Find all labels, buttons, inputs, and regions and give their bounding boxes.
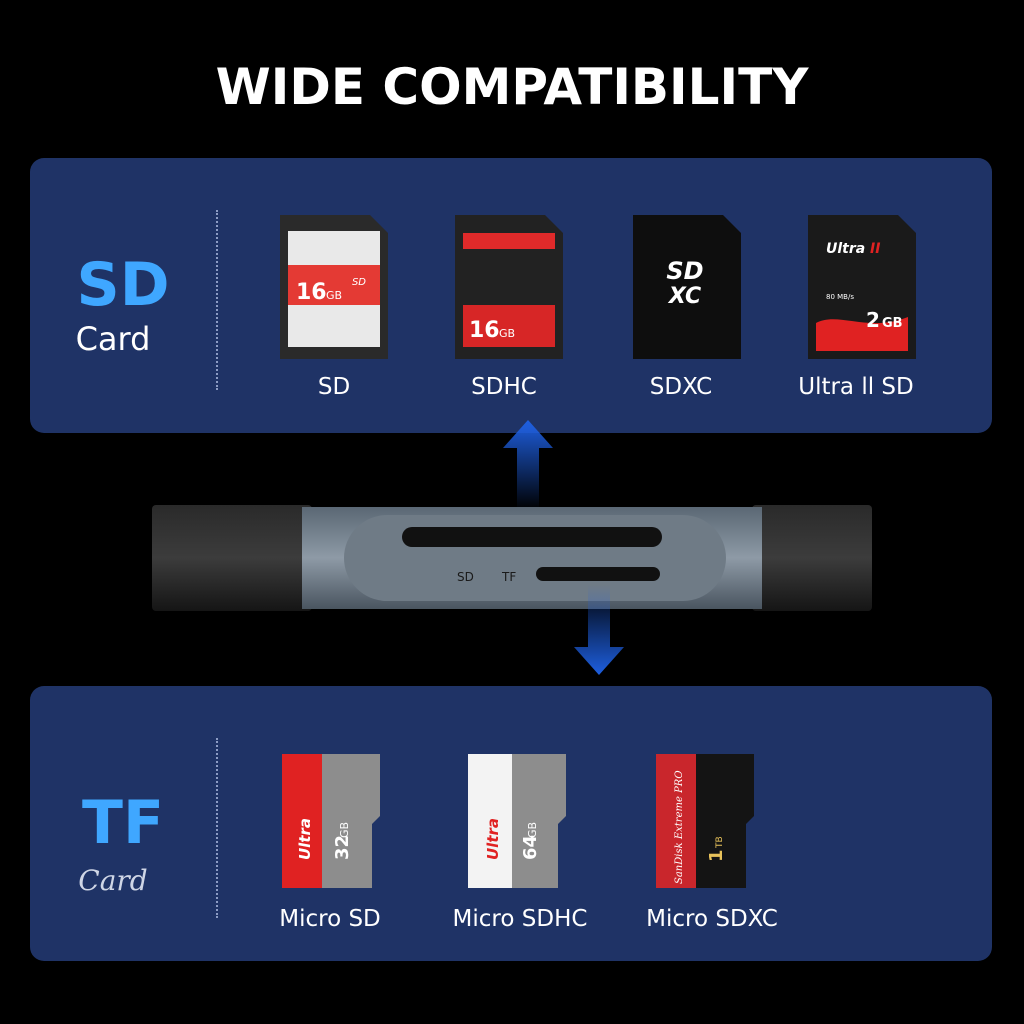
sd-heading: SD	[76, 250, 170, 320]
micro-sd-label: Micro SD	[279, 906, 381, 932]
sdxc-label: SDXC	[649, 374, 713, 400]
arrow-up-icon	[503, 420, 553, 510]
micro-sdxc-brand: SanDisk Extreme PRO	[674, 770, 685, 884]
tf-heading: TF	[82, 788, 164, 858]
micro-sdxc-card-image: SanDisk Extreme PRO 1 TB	[656, 754, 754, 888]
sd-divider	[216, 210, 218, 390]
ultra-brand: Ultra	[826, 241, 865, 257]
reader-slot-sd: SD	[457, 570, 474, 584]
tf-divider	[216, 738, 218, 918]
svg-text:SD: SD	[352, 277, 366, 288]
svg-text:XC: XC	[667, 284, 701, 309]
micro-sd-capacity: 32	[332, 835, 353, 860]
sdhc-card-unit: GB	[499, 327, 515, 340]
sd-label: SD	[317, 374, 351, 400]
micro-sd-unit: GB	[338, 822, 351, 838]
micro-sdhc-label: Micro SDHC	[452, 906, 588, 932]
sdhc-card-image: 16 GB	[455, 215, 563, 359]
micro-sd-brand: Ultra	[296, 818, 314, 860]
card-reader-image: SD TF	[152, 505, 872, 611]
sdhc-label: SDHC	[471, 374, 537, 400]
micro-sdxc-unit: TB	[715, 836, 725, 849]
sd-card-panel: SD Card SD 16 GB SD 16 GB SDHC SD XC SDX…	[30, 158, 992, 433]
reader-slot-tf: TF	[501, 570, 516, 584]
sdxc-card-image: SD XC	[633, 215, 741, 359]
ultra-speed: 80 MB/s	[826, 293, 854, 301]
sdhc-card-capacity: 16	[469, 318, 500, 343]
sd-card-capacity: 16	[296, 280, 327, 305]
svg-text:SD: SD	[666, 257, 703, 285]
micro-sdhc-capacity: 64	[520, 835, 541, 860]
micro-sdhc-unit: GB	[526, 822, 539, 838]
sd-card-unit: GB	[326, 289, 342, 302]
sd-subheading: Card	[75, 320, 151, 358]
page-title: WIDE COMPATIBILITY	[215, 58, 809, 116]
ultra-capacity: 2	[866, 308, 880, 332]
ultra-sd-label: Ultra ll SD	[798, 374, 914, 400]
ultra-unit: GB	[882, 316, 903, 331]
micro-sd-card-image: Ultra 32 GB	[282, 754, 380, 888]
micro-sdxc-capacity: 1	[706, 849, 727, 862]
micro-sdxc-label: Micro SDXC	[646, 906, 778, 932]
micro-sdhc-brand: Ultra	[484, 818, 502, 860]
svg-text:II: II	[870, 241, 880, 257]
ultra-sd-card-image: Ultra II 80 MB/s 2 GB	[808, 215, 916, 359]
micro-sdhc-card-image: Ultra 64 GB	[468, 754, 566, 888]
tf-subheading: Card	[78, 864, 148, 897]
tf-card-panel: TF Card Ultra 32 GB Micro SD Ultra 64 GB…	[30, 686, 992, 961]
sd-card-image: SD 16 GB	[280, 215, 388, 359]
arrow-down-icon	[574, 585, 624, 675]
